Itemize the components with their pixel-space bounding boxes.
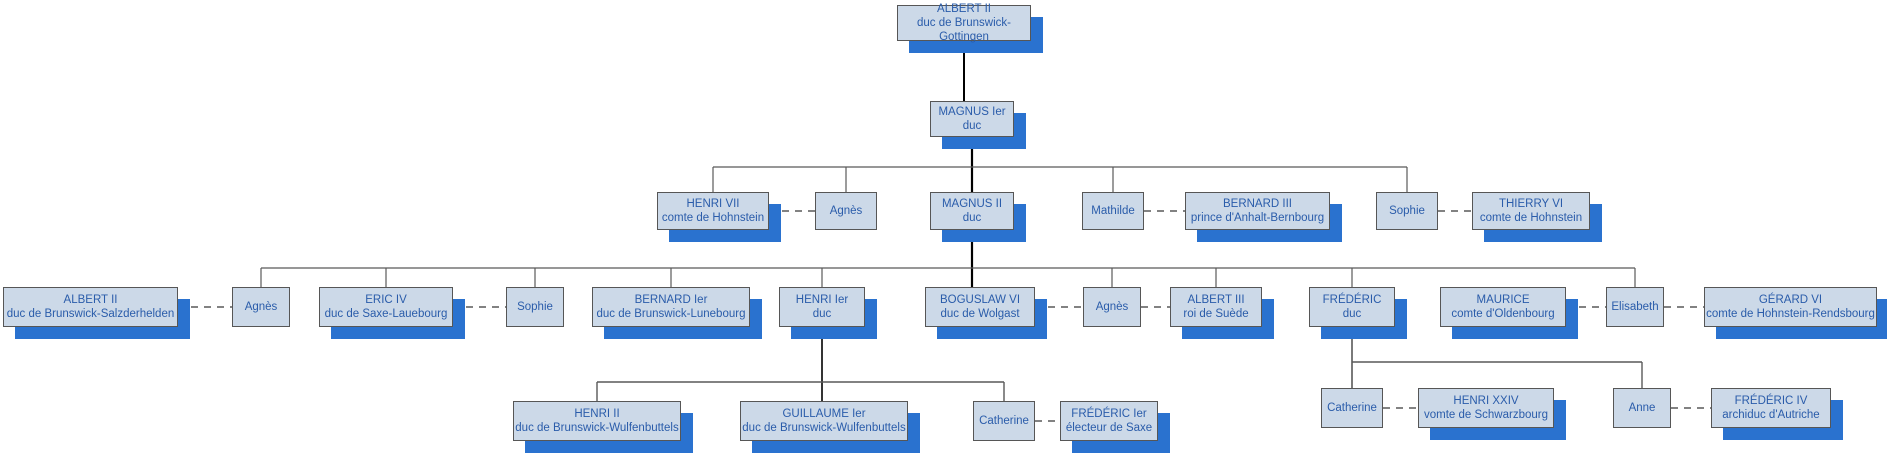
node-anne[interactable]: Anne — [1613, 388, 1671, 428]
node-albert3_suede[interactable]: ALBERT III roi de Suède — [1170, 287, 1262, 327]
node-subtitle: duc de Brunswick-Gottingen — [917, 17, 1011, 44]
node-eric4_saxe[interactable]: ERIC IV duc de Saxe-Lauebourg — [319, 287, 453, 327]
node-subtitle: duc de Brunswick-Lunebourg — [596, 308, 746, 320]
node-subtitle: duc de Saxe-Lauebourg — [324, 308, 448, 320]
node-mathilde[interactable]: Mathilde — [1082, 192, 1144, 230]
node-elisabeth[interactable]: Elisabeth — [1606, 287, 1664, 327]
node-gerard6_rendsbourg[interactable]: GÉRARD VI comte de Hohnstein-Rendsbourg — [1704, 287, 1877, 327]
node-title: ALBERT III — [1187, 293, 1245, 306]
node-henri2_wulfenbuttels[interactable]: HENRI II duc de Brunswick-Wulfenbuttels — [513, 401, 681, 441]
node-title: GÉRARD VI — [1758, 293, 1823, 306]
node-catherine_r4a[interactable]: Catherine — [973, 401, 1035, 441]
node-subtitle: duc — [962, 212, 982, 224]
node-frederic4_autriche[interactable]: FRÉDÉRIC IV archiduc d'Autriche — [1711, 388, 1831, 428]
node-boguslaw6_wolgast[interactable]: BOGUSLAW VI duc de Wolgast — [925, 287, 1035, 327]
node-henri1_duc[interactable]: HENRI Ier duc — [779, 287, 865, 327]
node-title: THIERRY VI — [1498, 197, 1564, 210]
link-magnus1-children — [712, 137, 1408, 192]
node-title: ERIC IV — [365, 293, 407, 306]
node-subtitle: duc — [812, 308, 832, 320]
node-albert2_gottingen[interactable]: ALBERT II duc de Brunswick-Gottingen — [897, 2, 1031, 44]
link-magnus2-children — [260, 230, 1636, 287]
node-title: Agnès — [829, 204, 863, 217]
node-title: Agnès — [1095, 300, 1129, 313]
node-title: Catherine — [979, 414, 1029, 427]
node-subtitle: duc de Brunswick-Salzderhelden — [6, 308, 175, 320]
node-title: HENRI XXIV — [1453, 394, 1519, 407]
node-subtitle: archiduc d'Autriche — [1722, 409, 1820, 421]
node-magnus2[interactable]: MAGNUS II duc — [930, 192, 1014, 230]
node-subtitle: vomte de Schwarzbourg — [1423, 409, 1548, 421]
node-bernard3_anhalt[interactable]: BERNARD III prince d'Anhalt-Bernbourg — [1185, 192, 1330, 230]
node-subtitle: comte d'Oldenbourg — [1451, 308, 1555, 320]
node-title: HENRI VII — [686, 197, 740, 210]
node-catherine_r4b[interactable]: Catherine — [1321, 388, 1383, 428]
node-title: FRÉDÉRIC Ier — [1071, 407, 1147, 420]
node-title: BERNARD Ier — [634, 293, 708, 306]
node-subtitle: duc — [1342, 308, 1362, 320]
node-subtitle: duc — [962, 120, 982, 132]
node-agnes_r3b[interactable]: Agnès — [1083, 287, 1141, 327]
node-subtitle: roi de Suède — [1183, 308, 1249, 320]
node-subtitle: électeur de Saxe — [1065, 422, 1153, 434]
node-agnes_r3a[interactable]: Agnès — [232, 287, 290, 327]
node-title: MAGNUS II — [941, 197, 1003, 210]
node-magnus1[interactable]: MAGNUS Ier duc — [930, 101, 1014, 137]
node-thierry6_hohnstein[interactable]: THIERRY VI comte de Hohnstein — [1472, 192, 1590, 230]
node-henri7_hohnstein[interactable]: HENRI VII comte de Hohnstein — [657, 192, 769, 230]
node-subtitle: duc de Wolgast — [940, 308, 1020, 320]
node-subtitle: comte de Hohnstein-Rendsbourg — [1706, 308, 1875, 320]
node-frederic1_saxe[interactable]: FRÉDÉRIC Ier électeur de Saxe — [1060, 401, 1158, 441]
node-sophie_r3[interactable]: Sophie — [506, 287, 564, 327]
node-title: Sophie — [517, 300, 553, 313]
node-title: FRÉDÉRIC — [1322, 293, 1382, 306]
node-maurice_oldenbourg[interactable]: MAURICE comte d'Oldenbourg — [1440, 287, 1566, 327]
node-title: MAURICE — [1476, 293, 1530, 306]
node-title: Agnès — [244, 300, 278, 313]
node-title: Elisabeth — [1611, 300, 1659, 313]
node-title: ALBERT II — [63, 293, 118, 306]
node-bernard1_luneborg[interactable]: BERNARD Ier duc de Brunswick-Lunebourg — [592, 287, 750, 327]
node-title: BERNARD III — [1222, 197, 1292, 210]
node-title: GUILLAUME Ier — [782, 407, 866, 420]
link-henri1-children — [596, 327, 1005, 401]
node-title: Sophie — [1389, 204, 1425, 217]
node-title: ALBERT II — [937, 2, 991, 15]
node-title: Anne — [1628, 401, 1656, 414]
node-title: HENRI Ier — [795, 293, 849, 306]
node-subtitle: comte de Hohnstein — [661, 212, 765, 224]
node-albert2_salzderhelden[interactable]: ALBERT II duc de Brunswick-Salzderhelden — [3, 287, 178, 327]
node-title: Catherine — [1327, 401, 1377, 414]
node-guillaume1_wulfenbuttels[interactable]: GUILLAUME Ier duc de Brunswick-Wulfenbutt… — [740, 401, 908, 441]
node-sophie_r2[interactable]: Sophie — [1376, 192, 1438, 230]
node-title: HENRI II — [574, 407, 620, 420]
node-title: FRÉDÉRIC IV — [1734, 394, 1808, 407]
node-henri24_schwarzbourg[interactable]: HENRI XXIV vomte de Schwarzbourg — [1418, 388, 1554, 428]
node-title: BOGUSLAW VI — [939, 293, 1021, 306]
node-title: Mathilde — [1091, 204, 1135, 217]
node-subtitle: comte de Hohnstein — [1479, 212, 1583, 224]
node-subtitle: duc de Brunswick-Wulfenbuttels — [515, 422, 679, 434]
node-subtitle: duc de Brunswick-Wulfenbuttels — [742, 422, 906, 434]
node-subtitle: prince d'Anhalt-Bernbourg — [1190, 212, 1325, 224]
node-frederic_duc[interactable]: FRÉDÉRIC duc — [1309, 287, 1395, 327]
node-agnes_r2[interactable]: Agnès — [815, 192, 877, 230]
node-title: MAGNUS Ier — [938, 105, 1006, 118]
